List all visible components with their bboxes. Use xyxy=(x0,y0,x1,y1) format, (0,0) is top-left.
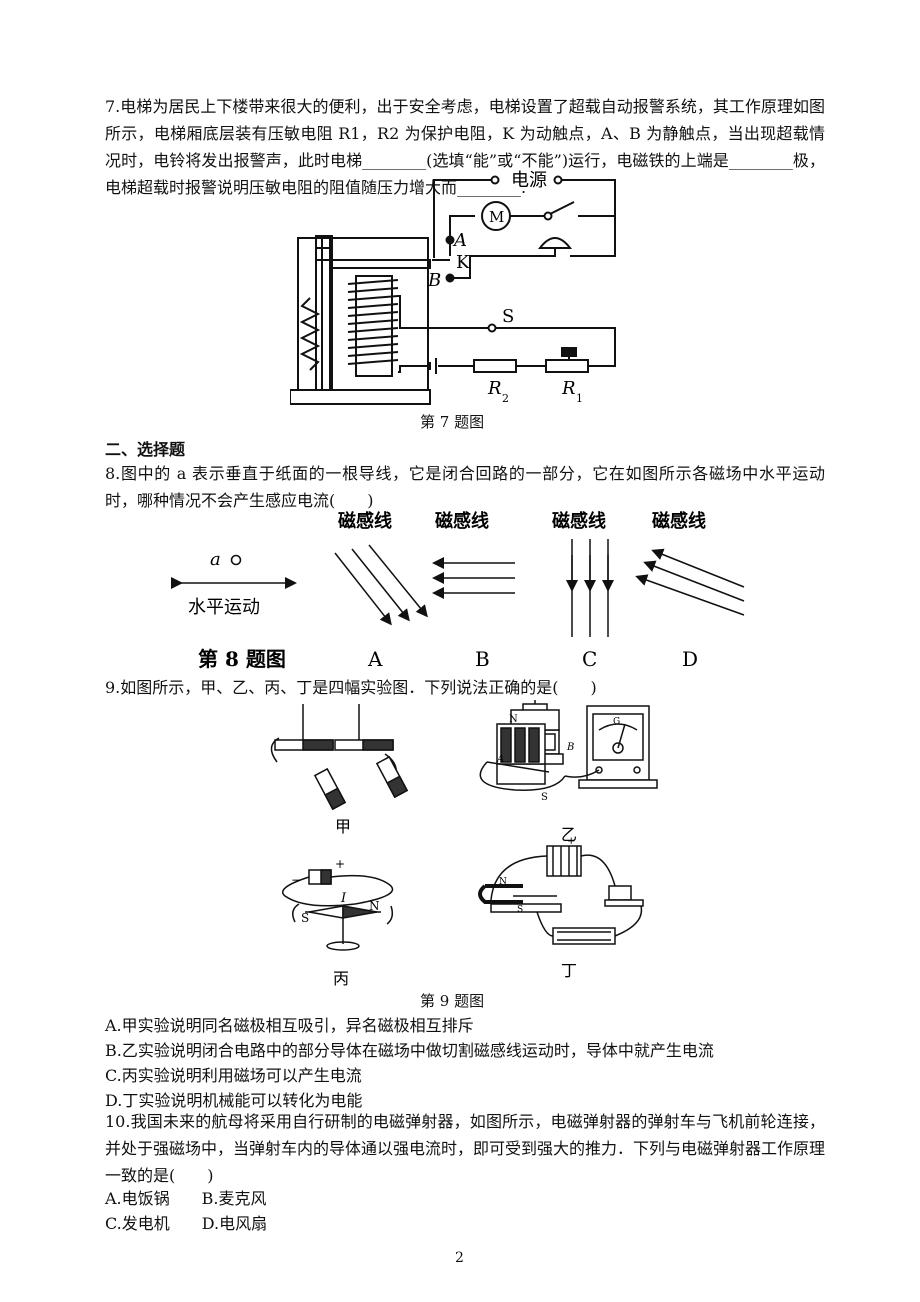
question-9-figure: 甲 乙 N S A B G xyxy=(270,700,658,988)
field-lines-c xyxy=(566,539,614,637)
q9-option-a: A.甲实验说明同名磁极相互吸引，异名磁极相互排斥 xyxy=(105,1016,474,1035)
label-yi: 乙 xyxy=(561,825,577,844)
question-10-text: 10.我国未来的航母将采用自行研制的电磁弹射器，如图所示，电磁弹射器的弹射车与飞… xyxy=(105,1112,826,1185)
q9-option-c: C.丙实验说明利用磁场可以产生电流 xyxy=(105,1066,362,1085)
yi-s-label: S xyxy=(541,792,548,803)
section-heading: 二、选择题 xyxy=(105,440,186,459)
ding-plus-label: + xyxy=(567,836,575,847)
wire-a-label: a xyxy=(210,549,221,570)
wire-symbol xyxy=(230,554,242,566)
ding-n-label: N xyxy=(499,877,507,887)
field-label-a: 磁感线 xyxy=(338,510,392,532)
r1-label: R xyxy=(561,378,576,399)
label-ding: 丁 xyxy=(561,961,577,980)
field-lines-d xyxy=(635,548,745,616)
bing-current-label: I xyxy=(340,891,347,906)
question-8-text: 8.图中的 a 表示垂直于纸面的一根导线，它是闭合回路的一部分，它在如图所示各磁… xyxy=(105,464,825,510)
contact-a-label: A xyxy=(452,230,467,251)
motion-label: 水平运动 xyxy=(188,597,260,618)
power-source-label: 电源 xyxy=(511,170,547,191)
r2-label: R xyxy=(487,378,502,399)
question-7-circuit-figure: 电源 M A K B S R 2 R 1 xyxy=(290,170,616,405)
option-label-b: B xyxy=(475,647,490,671)
motor-label: M xyxy=(489,208,504,226)
q10-options-row-2: C.发电机 D.电风扇 xyxy=(105,1214,268,1233)
figure-9-caption: 第 9 题图 xyxy=(420,992,485,1010)
option-label-d: D xyxy=(682,647,698,671)
figure-8-caption: 第 8 题图 xyxy=(198,647,286,671)
q10-options-row-1: A.电饭锅 B.麦克风 xyxy=(105,1189,267,1208)
r2-subscript: 2 xyxy=(502,392,509,405)
field-label-c: 磁感线 xyxy=(552,510,606,532)
option-label-a: A xyxy=(367,647,383,671)
field-label-b: 磁感线 xyxy=(435,510,489,532)
figure-7-caption: 第 7 题图 xyxy=(420,413,485,431)
contact-k-label: K xyxy=(456,252,470,273)
switch-s-label: S xyxy=(502,306,514,327)
question-9-text: 9.如图所示，甲、乙、丙、丁是四幅实验图．下列说法正确的是( ) xyxy=(105,678,597,697)
option-label-c: C xyxy=(582,647,597,671)
bing-s-label: S xyxy=(301,911,309,925)
question-7-text: 7.电梯为居民上下楼带来很大的便利，出于安全考虑，电梯设置了超载自动报警系统，其… xyxy=(105,97,825,197)
page-number: 2 xyxy=(455,1250,464,1266)
question-8-figure: a 水平运动 磁感线 磁感线 磁感线 磁感线 第 8 题图 A B C D xyxy=(171,510,745,671)
yi-n-label: N xyxy=(509,714,518,725)
ding-s-label: S xyxy=(517,905,523,915)
galvanometer-g-label: G xyxy=(613,717,620,727)
yi-b-label: B xyxy=(566,742,574,753)
field-lines-a xyxy=(334,544,428,626)
field-lines-b xyxy=(432,557,515,599)
r1-subscript: 1 xyxy=(576,392,583,405)
bing-n-label: N xyxy=(369,899,380,913)
bing-plus-label: + xyxy=(335,857,345,871)
label-bing: 丙 xyxy=(333,969,349,988)
label-jia: 甲 xyxy=(335,817,351,836)
q9-option-b: B.乙实验说明闭合电路中的部分导体在磁场中做切割磁感线运动时，导体中就产生电流 xyxy=(105,1041,714,1060)
q9-option-d: D.丁实验说明机械能可以转化为电能 xyxy=(105,1091,363,1110)
field-label-d: 磁感线 xyxy=(652,510,706,532)
yi-a-label: A xyxy=(496,754,504,765)
contact-b-label: B xyxy=(427,270,441,291)
bing-minus-label: − xyxy=(291,873,301,887)
